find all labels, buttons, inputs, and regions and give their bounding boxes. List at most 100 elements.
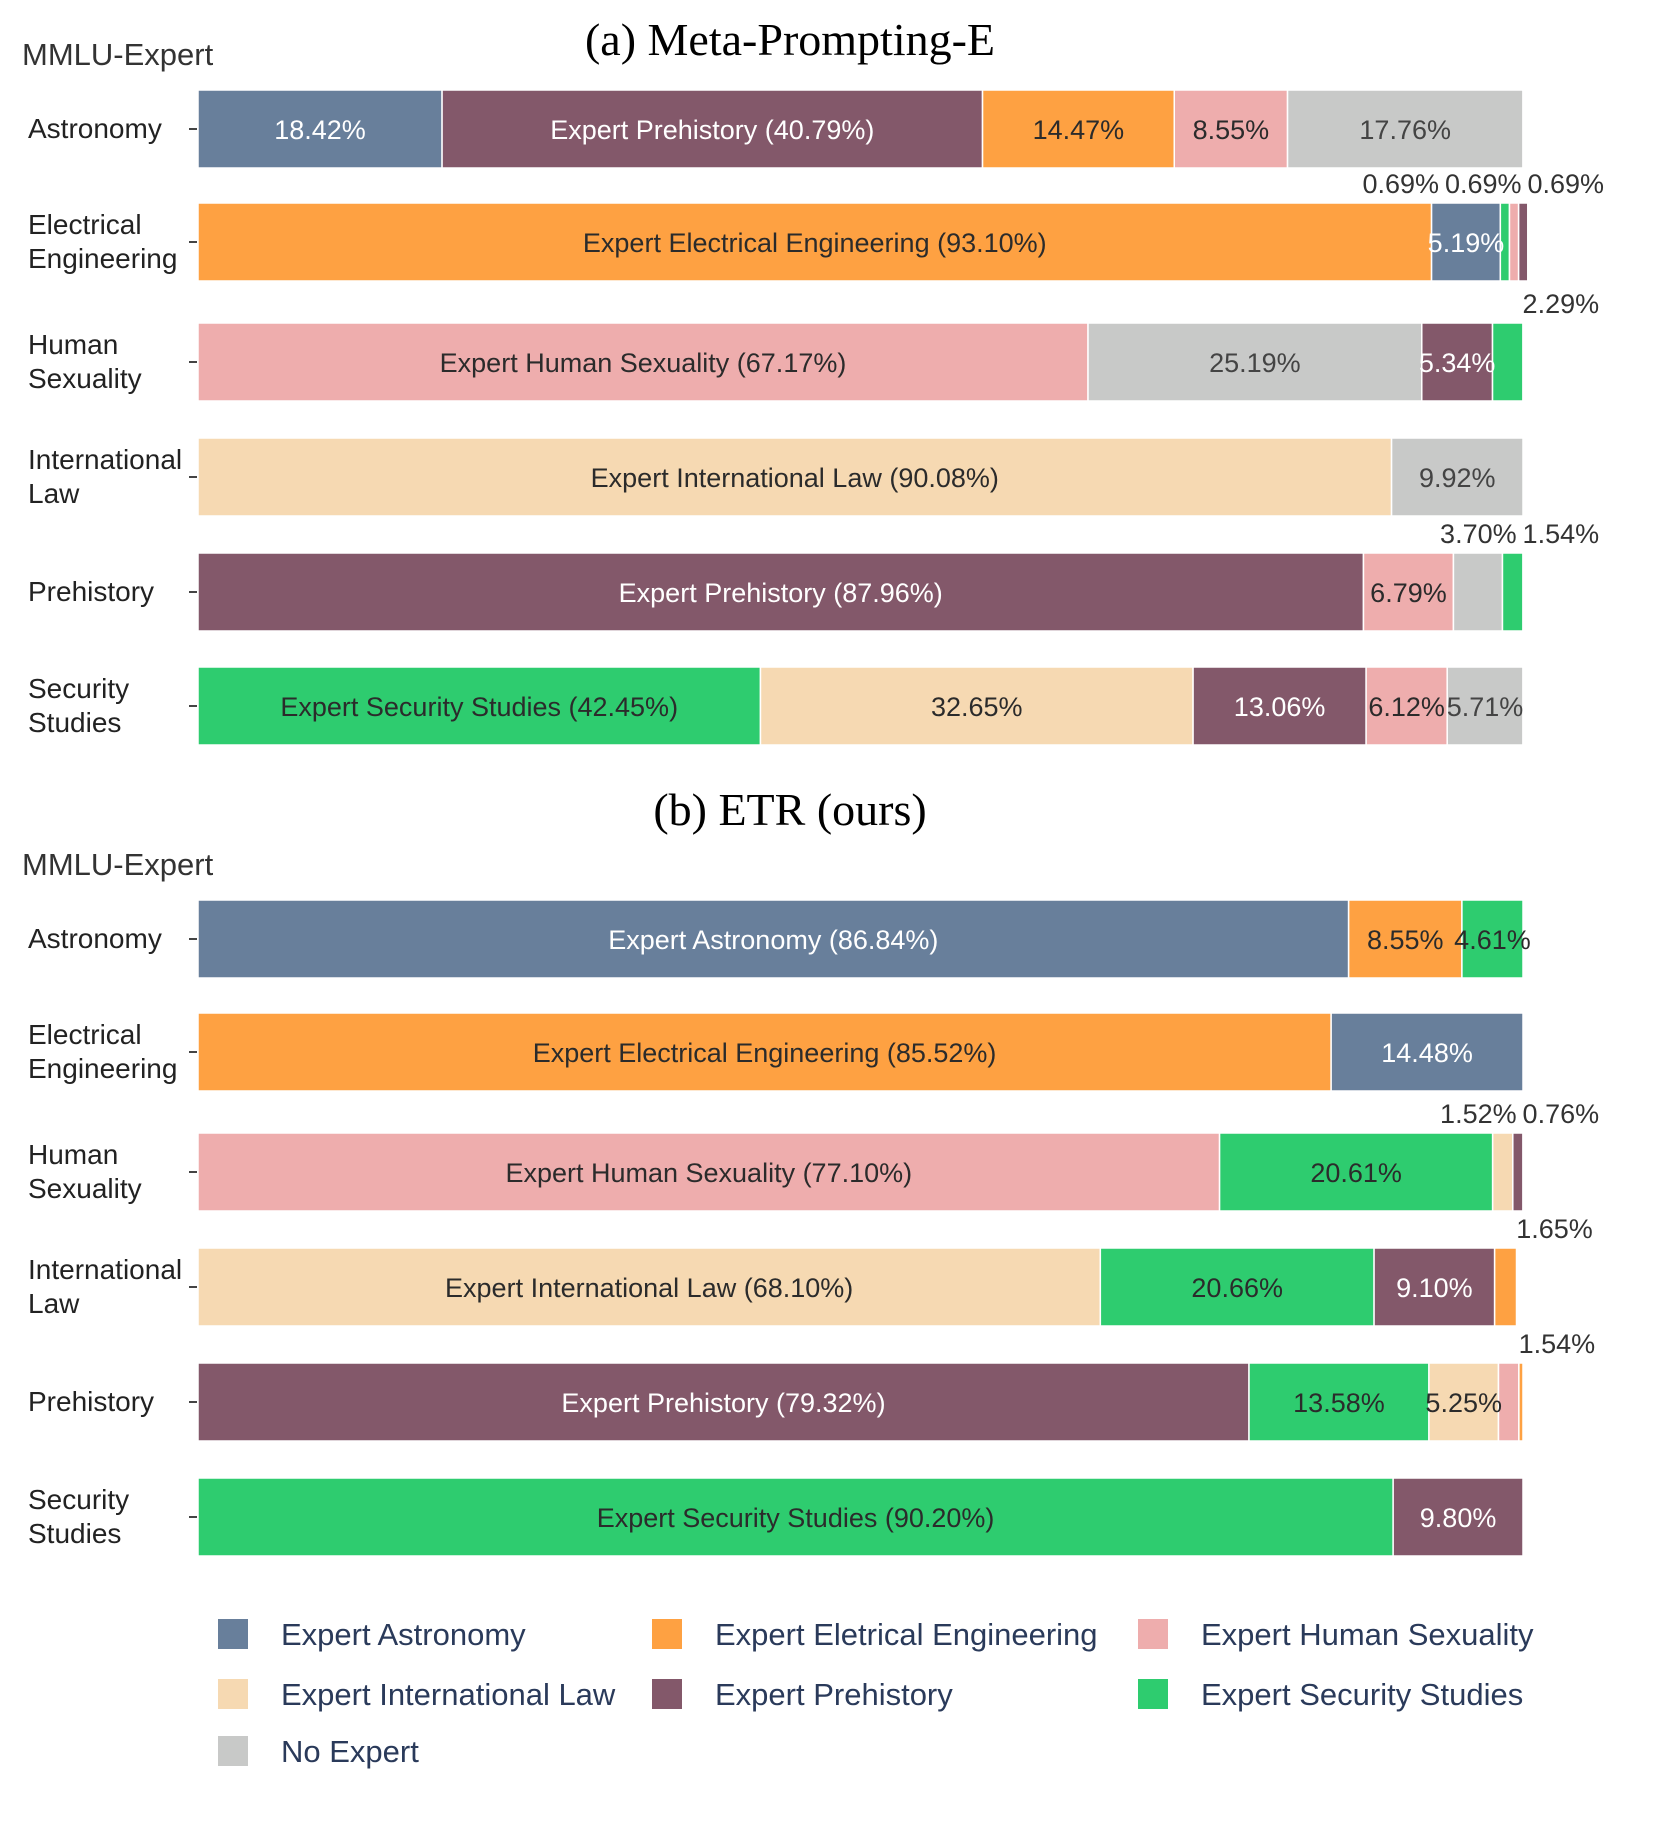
data-label: Expert Astronomy (86.84%) — [608, 925, 938, 955]
legend-swatch — [218, 1619, 248, 1649]
data-label: Expert Human Sexuality (77.10%) — [505, 1158, 912, 1188]
bar-segment — [1087, 322, 1423, 402]
data-label: 8.55% — [1193, 115, 1270, 145]
data-label: Expert Electrical Engineering (93.10%) — [583, 228, 1047, 258]
bar-segment — [197, 437, 1393, 517]
bar-segment — [1512, 1132, 1524, 1212]
bar-segment — [197, 1477, 1394, 1557]
data-label: 18.42% — [274, 115, 366, 145]
bar-segment — [1461, 899, 1524, 979]
category-label: Astronomy — [28, 923, 162, 954]
bar-segment — [197, 1362, 1250, 1442]
data-label: 5.71% — [1447, 692, 1524, 722]
data-label: Expert International Law (90.08%) — [591, 463, 999, 493]
legend-label: Expert Human Sexuality — [1201, 1617, 1534, 1652]
category-label: International — [28, 444, 182, 475]
data-label-outside: 1.54% — [1523, 519, 1600, 549]
data-label-outside: 1.65% — [1516, 1214, 1593, 1244]
chart-panel-0: (a) Meta-Prompting-EMMLU-ExpertAstronomy… — [22, 14, 1604, 746]
bar-segment — [197, 1132, 1221, 1212]
category-label: Electrical — [28, 1019, 142, 1050]
legend-swatch — [1138, 1619, 1168, 1649]
data-label: 17.76% — [1359, 115, 1451, 145]
legend-item: Expert Security Studies — [1138, 1677, 1523, 1712]
data-label: 20.66% — [1191, 1273, 1283, 1303]
bar-segment — [1428, 1362, 1500, 1442]
bar-segment — [1493, 1247, 1518, 1327]
bar-segment — [197, 1247, 1102, 1327]
data-label: 32.65% — [931, 692, 1023, 722]
category-label: Law — [28, 1288, 80, 1319]
data-label: 9.92% — [1419, 463, 1496, 493]
data-label: 13.06% — [1234, 692, 1326, 722]
data-label: 6.12% — [1368, 692, 1445, 722]
data-label-outside: 2.29% — [1523, 289, 1600, 319]
data-label-outside: 3.70% — [1440, 519, 1517, 549]
bar-segment — [1446, 666, 1524, 746]
category-label: Security — [28, 1484, 129, 1515]
data-label: 20.61% — [1310, 1158, 1402, 1188]
legend-label: Expert International Law — [281, 1677, 616, 1712]
bar-segment — [1192, 666, 1367, 746]
bar-segment — [1518, 1362, 1524, 1442]
legend-item: Expert Prehistory — [652, 1677, 953, 1712]
legend-swatch — [652, 1619, 682, 1649]
legend-label: Expert Astronomy — [281, 1617, 526, 1652]
data-label: Expert Prehistory (87.96%) — [619, 578, 943, 608]
data-label-outside: 0.69% — [1362, 169, 1439, 199]
bar-segment — [197, 1012, 1332, 1092]
bar-segment — [197, 89, 443, 169]
legend-swatch — [1138, 1679, 1168, 1709]
category-label: Sexuality — [28, 363, 142, 394]
data-label: Expert Electrical Engineering (85.52%) — [533, 1038, 997, 1068]
data-label: 8.55% — [1367, 925, 1444, 955]
data-label: 14.48% — [1381, 1038, 1473, 1068]
data-label: 9.80% — [1420, 1503, 1497, 1533]
bar-segment — [1286, 89, 1524, 169]
bar-segment — [1517, 202, 1529, 282]
dataset-label: MMLU-Expert — [22, 37, 214, 72]
bar-segment — [197, 552, 1365, 632]
category-label: Human — [28, 1139, 118, 1170]
category-label: Law — [28, 478, 80, 509]
data-label: 5.25% — [1425, 1388, 1502, 1418]
legend-item: Expert International Law — [218, 1677, 616, 1712]
data-label: Expert Prehistory (40.79%) — [550, 115, 874, 145]
category-label: Electrical — [28, 209, 142, 240]
bar-segment — [1452, 552, 1504, 632]
bar-segment — [1390, 437, 1524, 517]
category-label: Engineering — [28, 1053, 177, 1084]
data-label: 25.19% — [1209, 348, 1301, 378]
data-label: 6.79% — [1370, 578, 1447, 608]
legend-label: Expert Security Studies — [1201, 1677, 1523, 1712]
bar-segment — [441, 89, 984, 169]
dataset-label: MMLU-Expert — [22, 847, 214, 882]
legend-item: Expert Eletrical Engineering — [652, 1617, 1098, 1652]
bar-segment — [1362, 552, 1455, 632]
bar-segment — [197, 899, 1350, 979]
data-label: Expert Human Sexuality (67.17%) — [440, 348, 847, 378]
legend-item: No Expert — [218, 1734, 419, 1769]
category-label: International — [28, 1254, 182, 1285]
data-label: Expert Prehistory (79.32%) — [561, 1388, 885, 1418]
data-label: Expert International Law (68.10%) — [445, 1273, 853, 1303]
bar-segment — [1491, 322, 1524, 402]
legend-label: No Expert — [281, 1734, 419, 1769]
bar-segment — [1501, 552, 1524, 632]
data-label: 5.34% — [1419, 348, 1496, 378]
bar-segment — [197, 202, 1433, 282]
legend: Expert Astronomy Expert Eletrical Enginee… — [218, 1617, 1534, 1769]
legend-swatch — [218, 1736, 248, 1766]
bar-segment — [197, 322, 1089, 402]
bar-segment — [1373, 1247, 1496, 1327]
